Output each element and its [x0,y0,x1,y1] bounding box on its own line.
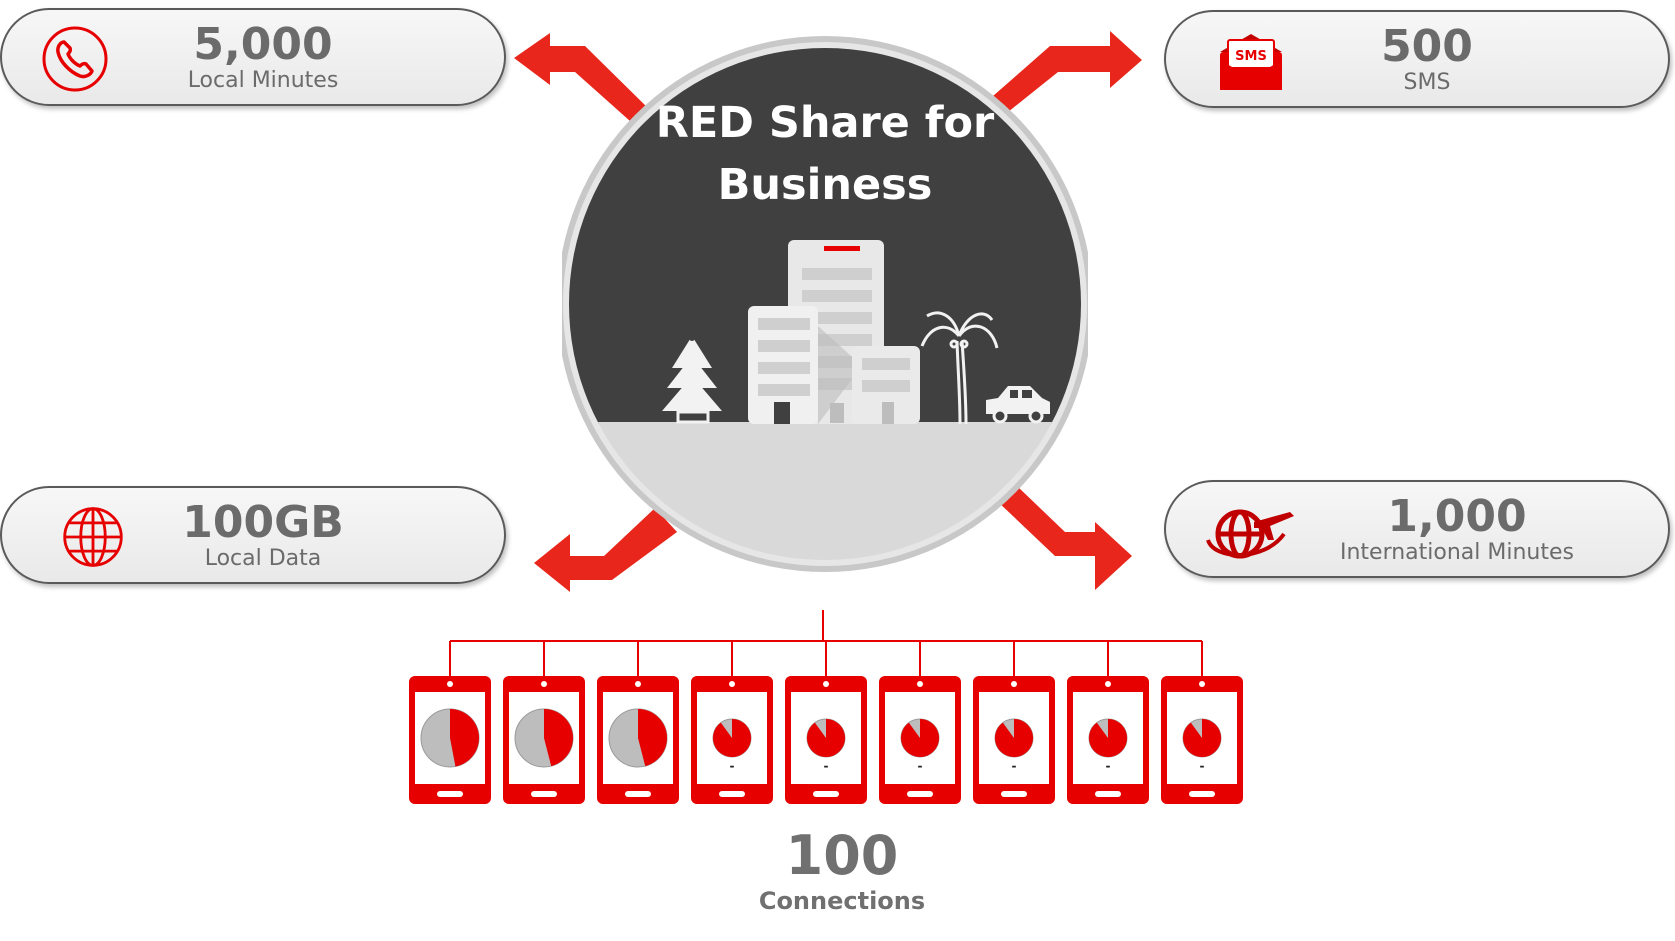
phone-camera [541,681,547,687]
phone-usage-label: - [1106,759,1111,773]
globe-icon [63,507,123,567]
phone [503,676,585,804]
phone-home-button [1095,791,1121,797]
phone: - [879,676,961,804]
palm-tree-icon [920,311,999,425]
phone-camera [729,681,735,687]
connections-summary: 100 Connections [742,826,942,916]
arrow-to-sms [993,31,1142,112]
phone-usage-label: - [918,759,923,773]
usage-pie-used [1182,719,1221,757]
local-data-label: Local Data [204,546,322,571]
sms-pill: SMS 500 SMS [1164,10,1670,108]
tree-icon [662,335,722,424]
phone-home-button [1189,791,1215,797]
phone-icon [42,26,108,92]
phone [597,676,679,804]
phone: - [1067,676,1149,804]
sms-value: 500 [1381,21,1473,72]
international-minutes-value: 1,000 [1387,491,1527,542]
center-circle [562,36,1088,572]
arrow-to-international-minutes [996,486,1132,590]
usage-pie-used [544,709,573,767]
usage-pie-used [712,719,751,757]
phone-usage-label: - [730,759,735,773]
phone-usage-label: - [1012,759,1017,773]
local-minutes-pill: 5,000 Local Minutes [0,8,506,106]
usage-pie-used [638,709,667,767]
title-line-2: Business [717,160,933,210]
sms-envelope-icon: SMS [1220,34,1282,90]
arrow-to-local-data [534,508,677,592]
phone-camera [635,681,641,687]
phone-camera [823,681,829,687]
local-minutes-value: 5,000 [193,19,333,70]
local-data-value: 100GB [182,497,344,548]
phone [409,676,491,804]
center-title: RED Share for Business [562,92,1088,216]
phone-home-button [719,791,745,797]
phone-home-button [437,791,463,797]
phone-camera [917,681,923,687]
title-line-1: RED Share for [655,98,995,148]
usage-pie-used [450,709,479,767]
local-minutes-label: Local Minutes [187,68,339,93]
connections-count: 100 [785,824,899,887]
usage-pie-used [807,719,846,758]
arrow-to-local-minutes [514,33,655,130]
usage-pie-used [995,719,1033,758]
international-minutes-pill: 1,000 International Minutes [1164,480,1670,578]
usage-pie-used [900,719,939,757]
phone: - [785,676,867,804]
local-data-pill: 100GB Local Data [0,486,506,584]
international-minutes-label: International Minutes [1339,540,1574,565]
phone-home-button [1001,791,1027,797]
usage-pie-used [1089,719,1127,758]
phone: - [691,676,773,804]
globe-plane-icon [1206,509,1294,559]
connections-label: Connections [758,887,926,915]
phone: - [1161,676,1243,804]
phone-home-button [531,791,557,797]
phone-camera [1199,681,1205,687]
phone-usage-label: - [1200,759,1205,773]
phone-camera [1011,681,1017,687]
phone-home-button [625,791,651,797]
sms-icon-text: SMS [1235,49,1267,64]
phone-home-button [813,791,839,797]
sms-label: SMS [1403,70,1451,95]
phone-camera [447,681,453,687]
phone-home-button [907,791,933,797]
car-icon [986,386,1050,424]
phone-camera [1105,681,1111,687]
buildings-icon [748,240,920,424]
phone-usage-label: - [824,759,829,773]
phone: - [973,676,1055,804]
